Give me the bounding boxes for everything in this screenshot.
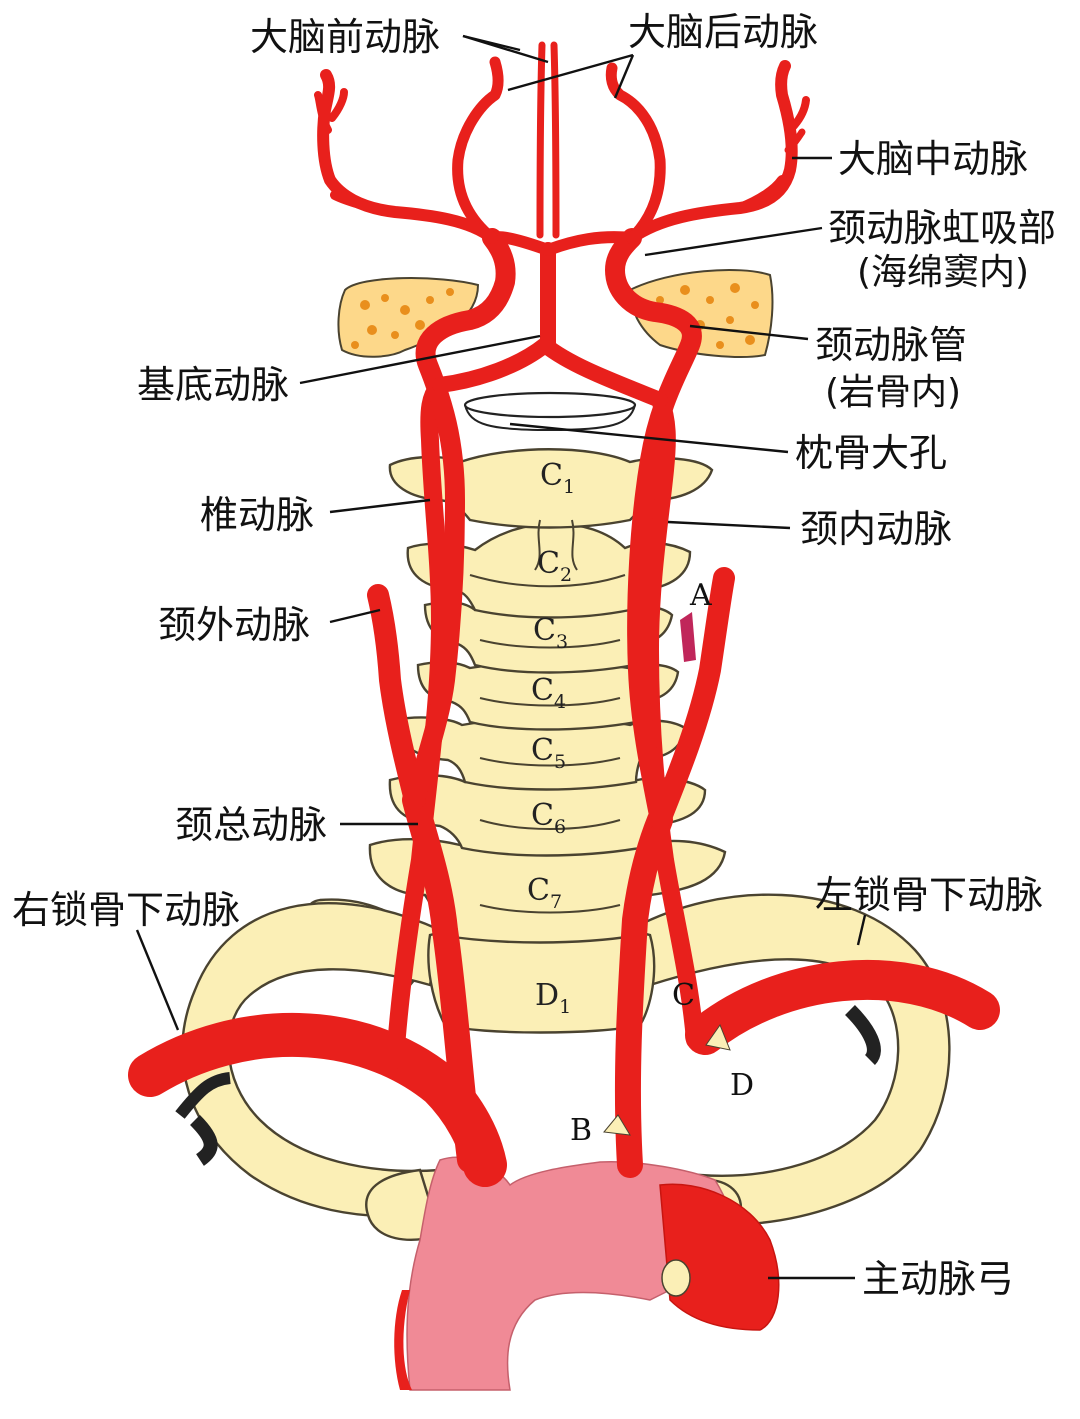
label-left-subclavian-artery: 左锁骨下动脉 xyxy=(815,873,1043,917)
label-c4: C4 xyxy=(531,673,566,713)
marker-a: A xyxy=(689,578,712,613)
label-anterior-cerebral-artery: 大脑前动脉 xyxy=(250,15,440,59)
label-middle-cerebral-artery: 大脑中动脉 xyxy=(838,137,1028,181)
label-c7: C7 xyxy=(527,873,562,913)
label-c1: C1 xyxy=(540,458,575,498)
left-internal-carotid xyxy=(605,228,702,830)
arteries xyxy=(128,41,1000,1187)
marker-b: B xyxy=(570,1113,592,1148)
aortic-arch-shape xyxy=(394,1156,780,1391)
leader-lines xyxy=(135,34,867,1280)
label-posterior-cerebral-artery: 大脑后动脉 xyxy=(628,10,818,54)
label-c5: C5 xyxy=(531,733,566,773)
labels: 大脑前动脉 大脑后动脉 大脑中动脉 颈动脉虹吸部 (海绵窦内) 基底动脉 颈动脉… xyxy=(12,10,1056,1301)
anterior-cerebral-artery xyxy=(536,41,546,239)
label-external-carotid-artery: 颈外动脉 xyxy=(158,603,310,647)
position-markers: A B C D xyxy=(570,578,754,1148)
label-foramen-magnum: 枕骨大孔 xyxy=(795,431,947,475)
label-basilar-artery: 基底动脉 xyxy=(137,363,289,407)
petrous-bone xyxy=(337,269,774,358)
label-carotid-canal: 颈动脉管 xyxy=(815,323,967,367)
label-aortic-arch: 主动脉弓 xyxy=(862,1257,1014,1301)
left-external-carotid xyxy=(649,567,735,831)
marker-c: C xyxy=(672,978,695,1013)
left-subclavian-artery xyxy=(685,959,1000,1055)
middle-cerebral-artery-left xyxy=(626,60,798,244)
label-c2: C2 xyxy=(537,546,572,586)
label-carotid-siphon-note: (海绵窦内) xyxy=(857,252,1029,293)
right-internal-carotid xyxy=(405,228,516,810)
marker-d: D xyxy=(730,1068,754,1103)
right-external-carotid xyxy=(367,584,426,811)
label-right-subclavian-artery: 右锁骨下动脉 xyxy=(12,888,240,932)
label-vertebral-artery: 椎动脉 xyxy=(200,493,314,537)
label-d1: D1 xyxy=(535,978,571,1018)
label-internal-carotid-artery: 颈内动脉 xyxy=(800,507,952,551)
label-carotid-canal-note: (岩骨内) xyxy=(825,372,961,413)
posterior-cerebral-artery xyxy=(452,56,504,244)
label-c6: C6 xyxy=(531,798,566,838)
vertebra-labels: C1 C2 C3 C4 C5 C6 C7 D1 xyxy=(527,458,575,1018)
foramen-magnum xyxy=(463,391,637,432)
left-common-carotid xyxy=(614,807,673,1178)
basilar-artery xyxy=(432,337,668,408)
label-common-carotid-artery: 颈总动脉 xyxy=(175,803,327,847)
middle-cerebral-artery-right xyxy=(317,69,498,244)
label-carotid-siphon: 颈动脉虹吸部 xyxy=(828,206,1056,250)
label-c3: C3 xyxy=(533,613,568,653)
